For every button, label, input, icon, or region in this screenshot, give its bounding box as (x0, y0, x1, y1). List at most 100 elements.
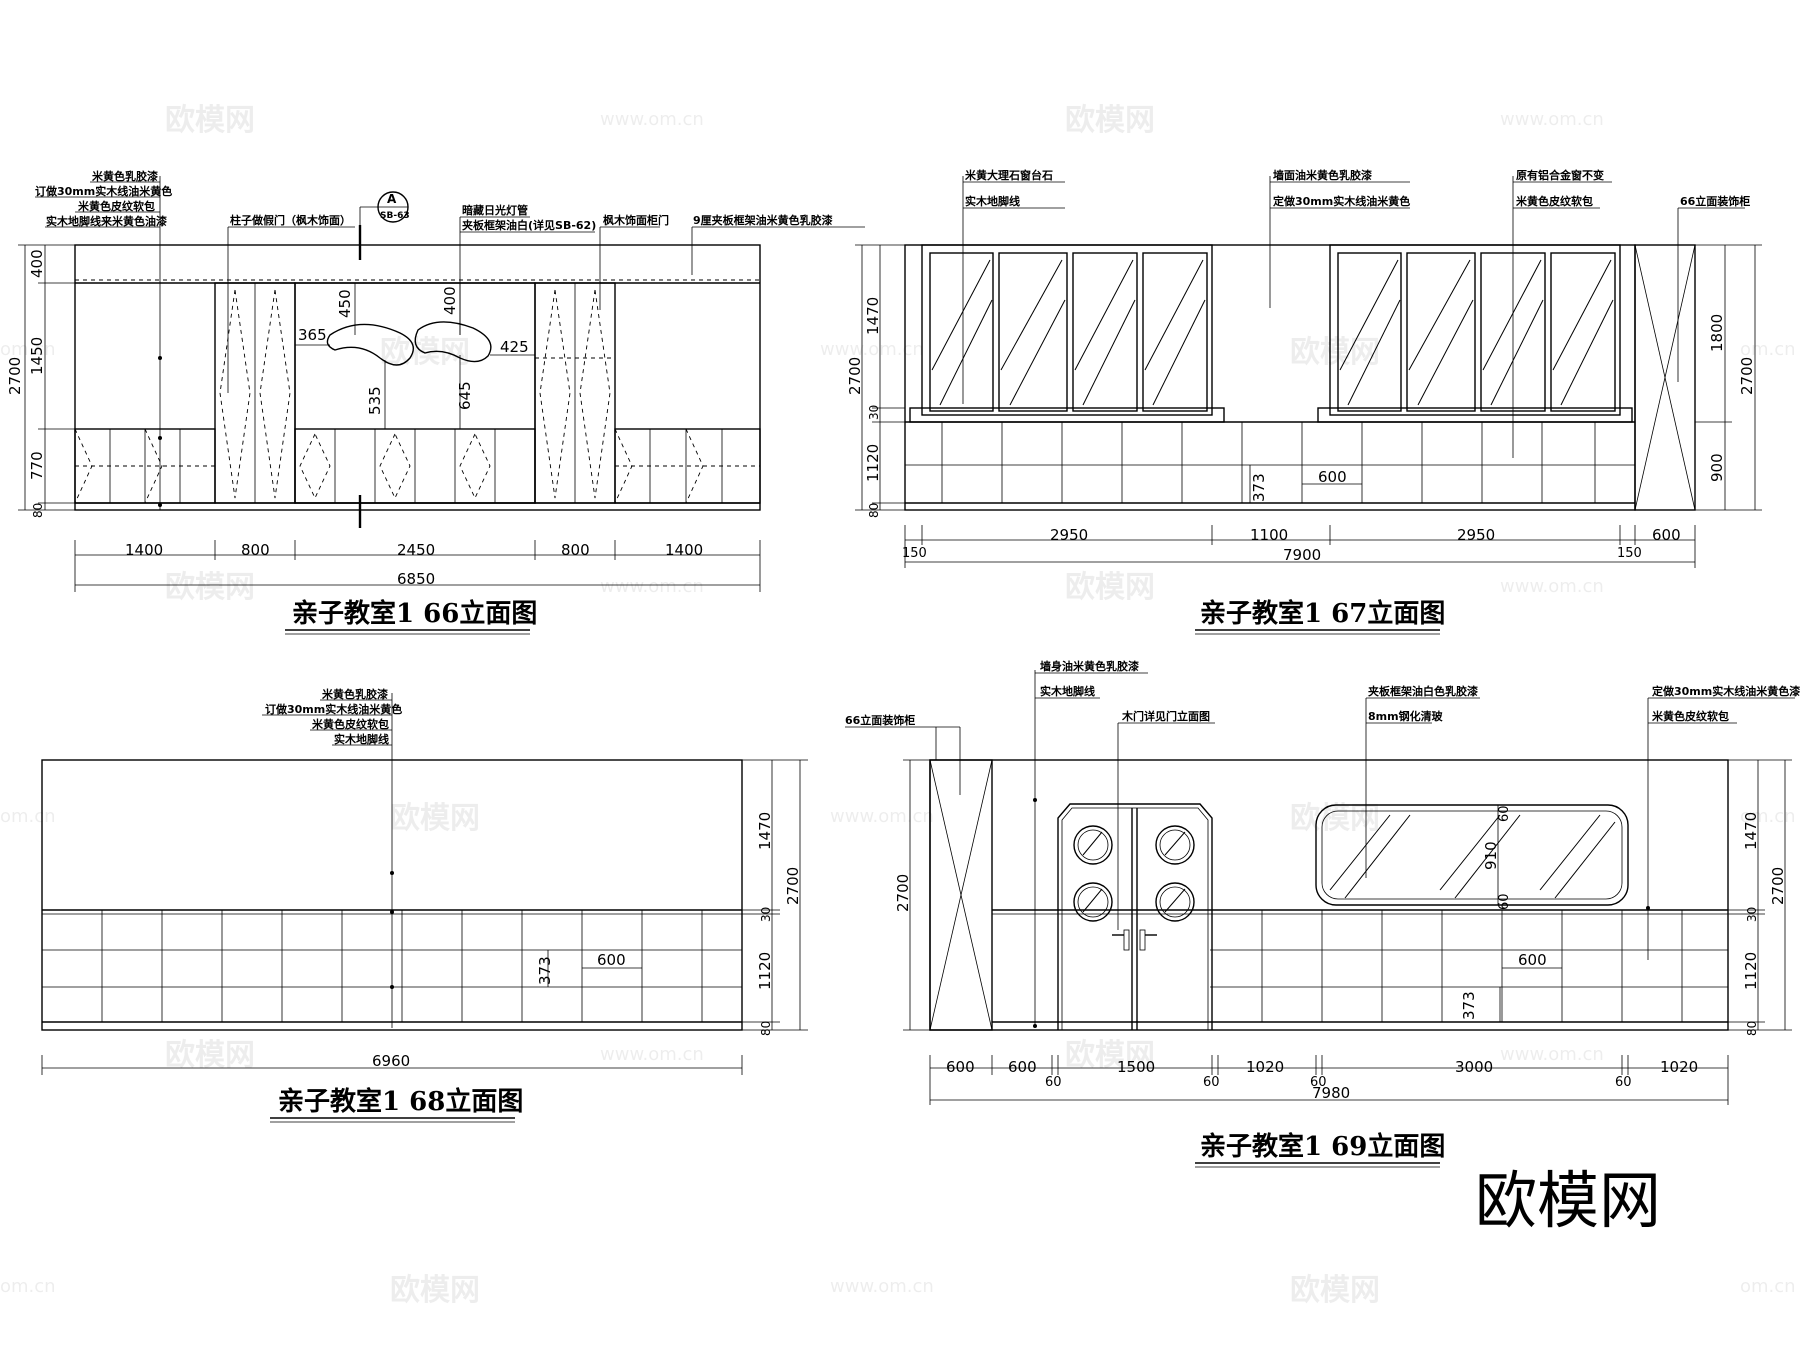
watermark-url: www.om.cn (1500, 109, 1604, 130)
dim-label: 1800 (1708, 314, 1726, 352)
watermark-url: www.om.cn (830, 806, 934, 827)
section-tag: A (387, 192, 397, 206)
dim-label: 600 (1518, 951, 1547, 969)
dim-label: 6960 (372, 1052, 410, 1070)
watermark-url: www.om.cn (600, 1044, 704, 1065)
cabinet-cross (1634, 244, 1696, 511)
dim-label: 373 (536, 956, 554, 985)
window-right (1329, 244, 1621, 416)
material-label: 定做30mm实木线油米黄色漆 (1652, 684, 1800, 698)
cabinet-dash (144, 428, 163, 504)
material-label: 墙身油米黄色乳胶漆 (1040, 659, 1139, 673)
material-label: 66立面装饰柜 (1680, 194, 1750, 208)
material-label: 实木地脚线 (965, 194, 1020, 208)
material-label: 米黄色皮纹软包 (311, 717, 389, 731)
panel-grid (941, 422, 1596, 503)
dim-label: 60 (1497, 893, 1512, 910)
watermark-url: www.om.cn (600, 109, 704, 130)
watermark-text: 欧模网 (1065, 570, 1155, 605)
dim-label: 3000 (1455, 1058, 1493, 1076)
brand-logo: 欧模网 (1475, 1164, 1661, 1237)
material-label: 墙面油米黄色乳胶漆 (1273, 168, 1372, 182)
cabinet-diamond (459, 432, 491, 500)
dim-label: 150 (902, 546, 927, 561)
decor-cabinet (929, 759, 993, 1031)
material-label: 米黄色皮纹软包 (1651, 709, 1729, 723)
watermark-url: www.om.cn (820, 339, 924, 360)
cabinet-dash (685, 428, 704, 504)
watermark-url: www.om.cn (830, 1276, 934, 1297)
dim-label: 1120 (1742, 952, 1760, 990)
door-porthole-windows (1073, 825, 1195, 922)
material-label: 实木地脚线 (334, 732, 389, 746)
dim-label: 425 (500, 338, 529, 356)
dim-label: 2700 (1738, 357, 1756, 395)
leader-dot (1033, 798, 1037, 802)
dim-label: 373 (1250, 473, 1268, 502)
material-label: 定做30mm实木线油米黄色 (1273, 194, 1410, 208)
material-label: 实木地脚线 (1040, 684, 1095, 698)
material-label: 米黄色乳胶漆 (91, 169, 158, 183)
window-left (921, 244, 1213, 416)
cabinet-diamond (379, 432, 411, 500)
dim-label: 60 (1310, 1075, 1327, 1090)
dim-label: 600 (597, 951, 626, 969)
material-label: 66立面装饰柜 (845, 713, 915, 727)
dim-label: 400 (28, 249, 46, 278)
dim-label: 80 (31, 503, 45, 518)
dim-label: 1500 (1117, 1058, 1155, 1076)
dim-label: 1470 (864, 297, 882, 335)
dim-label: 2700 (1769, 867, 1787, 905)
watermark-url: www.om.cn (1500, 576, 1604, 597)
decor-cabinet (1634, 244, 1696, 511)
elevation-title: 亲子教室1 69立面图 (1200, 1131, 1445, 1162)
dim-label: 1020 (1660, 1058, 1698, 1076)
dim-label: 1100 (1250, 526, 1288, 544)
dim-label: 373 (1460, 991, 1478, 1020)
watermark-text: 欧模网 (165, 1038, 255, 1073)
cabinet-diamond (299, 432, 331, 500)
dim-label: 60 (1615, 1075, 1632, 1090)
dim-label: 1120 (756, 952, 774, 990)
dim-label: 1120 (864, 444, 882, 482)
watermark-url: www.om.cn (1500, 1044, 1604, 1065)
mirror-glass-hatch (1329, 814, 1616, 899)
material-label: 实木地脚线来米黄色油漆 (46, 214, 167, 228)
material-label: 订做30mm实木线油米黄色 (35, 184, 172, 198)
material-label: 木门详见门立面图 (1121, 709, 1210, 723)
window-panes-left (929, 252, 1208, 412)
leader-dot (158, 503, 162, 507)
dim-label: 7900 (1283, 546, 1321, 564)
watermark-text: 欧模网 (1290, 335, 1380, 370)
dim-label: 365 (298, 326, 327, 344)
elevation-title: 亲子教室1 67立面图 (1200, 598, 1445, 629)
elevation-67: 373 600 米黄大理石窗台石 实木地脚线 墙面油米黄色乳胶漆 定做30mm实… (846, 168, 1762, 635)
dim-label: 2950 (1050, 526, 1088, 544)
elevation-69: 60 910 60 373 600 66立面装饰柜 墙身油米黄色乳胶漆 实木地脚… (845, 659, 1800, 1168)
dim-label: 800 (561, 541, 590, 559)
dim-label: 1020 (1246, 1058, 1284, 1076)
dim-label: 450 (336, 289, 354, 318)
dim-label: 645 (456, 381, 474, 410)
dim-label: 1450 (28, 337, 46, 375)
mirror-glass (1321, 810, 1623, 900)
door-diamond (539, 289, 571, 499)
material-label: 米黄色皮纹软包 (77, 199, 155, 213)
dim-label: 900 (1708, 453, 1726, 482)
door-frame-inner (1061, 807, 1209, 1030)
material-label: 米黄色皮纹软包 (1515, 194, 1593, 208)
door-handle-icon (1112, 929, 1157, 951)
dim-label: 80 (1745, 1021, 1759, 1036)
dim-label: 2700 (894, 874, 912, 912)
watermark-url: om.cn (0, 1276, 56, 1297)
cabinet-dash (74, 428, 93, 504)
cabinet-cross (929, 759, 993, 1031)
dim-label: 7980 (1312, 1084, 1350, 1102)
dim-label: 1400 (125, 541, 163, 559)
dim-label: 1470 (1742, 812, 1760, 850)
dim-label: 2700 (6, 357, 24, 395)
material-label: 米黄大理石窗台石 (964, 168, 1053, 182)
watermark-text: 欧模网 (390, 1273, 480, 1308)
watermark-text: 欧模网 (165, 103, 255, 138)
